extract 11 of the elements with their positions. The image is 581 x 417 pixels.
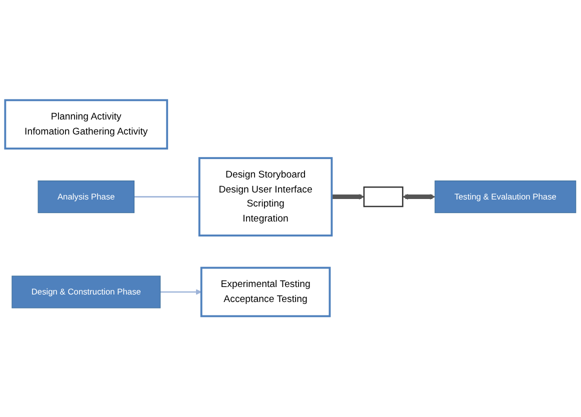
connector — [134, 196, 200, 198]
node-box: Planning Activity Infomation Gathering Activity — [4, 100, 168, 150]
arrow — [402, 194, 436, 200]
node-box: Design & Construction Phase — [12, 276, 161, 309]
node-box: Experimental Testing Acceptance Testing — [200, 267, 331, 318]
node-box — [363, 186, 404, 208]
arrow — [160, 289, 202, 296]
node-box: Testing & Evalaution Phase — [434, 180, 576, 214]
arrow — [332, 194, 364, 200]
node-box: Analysis Phase — [38, 180, 134, 214]
node-box: Design Storyboard Design User Interface Scripting Integration — [198, 157, 333, 237]
